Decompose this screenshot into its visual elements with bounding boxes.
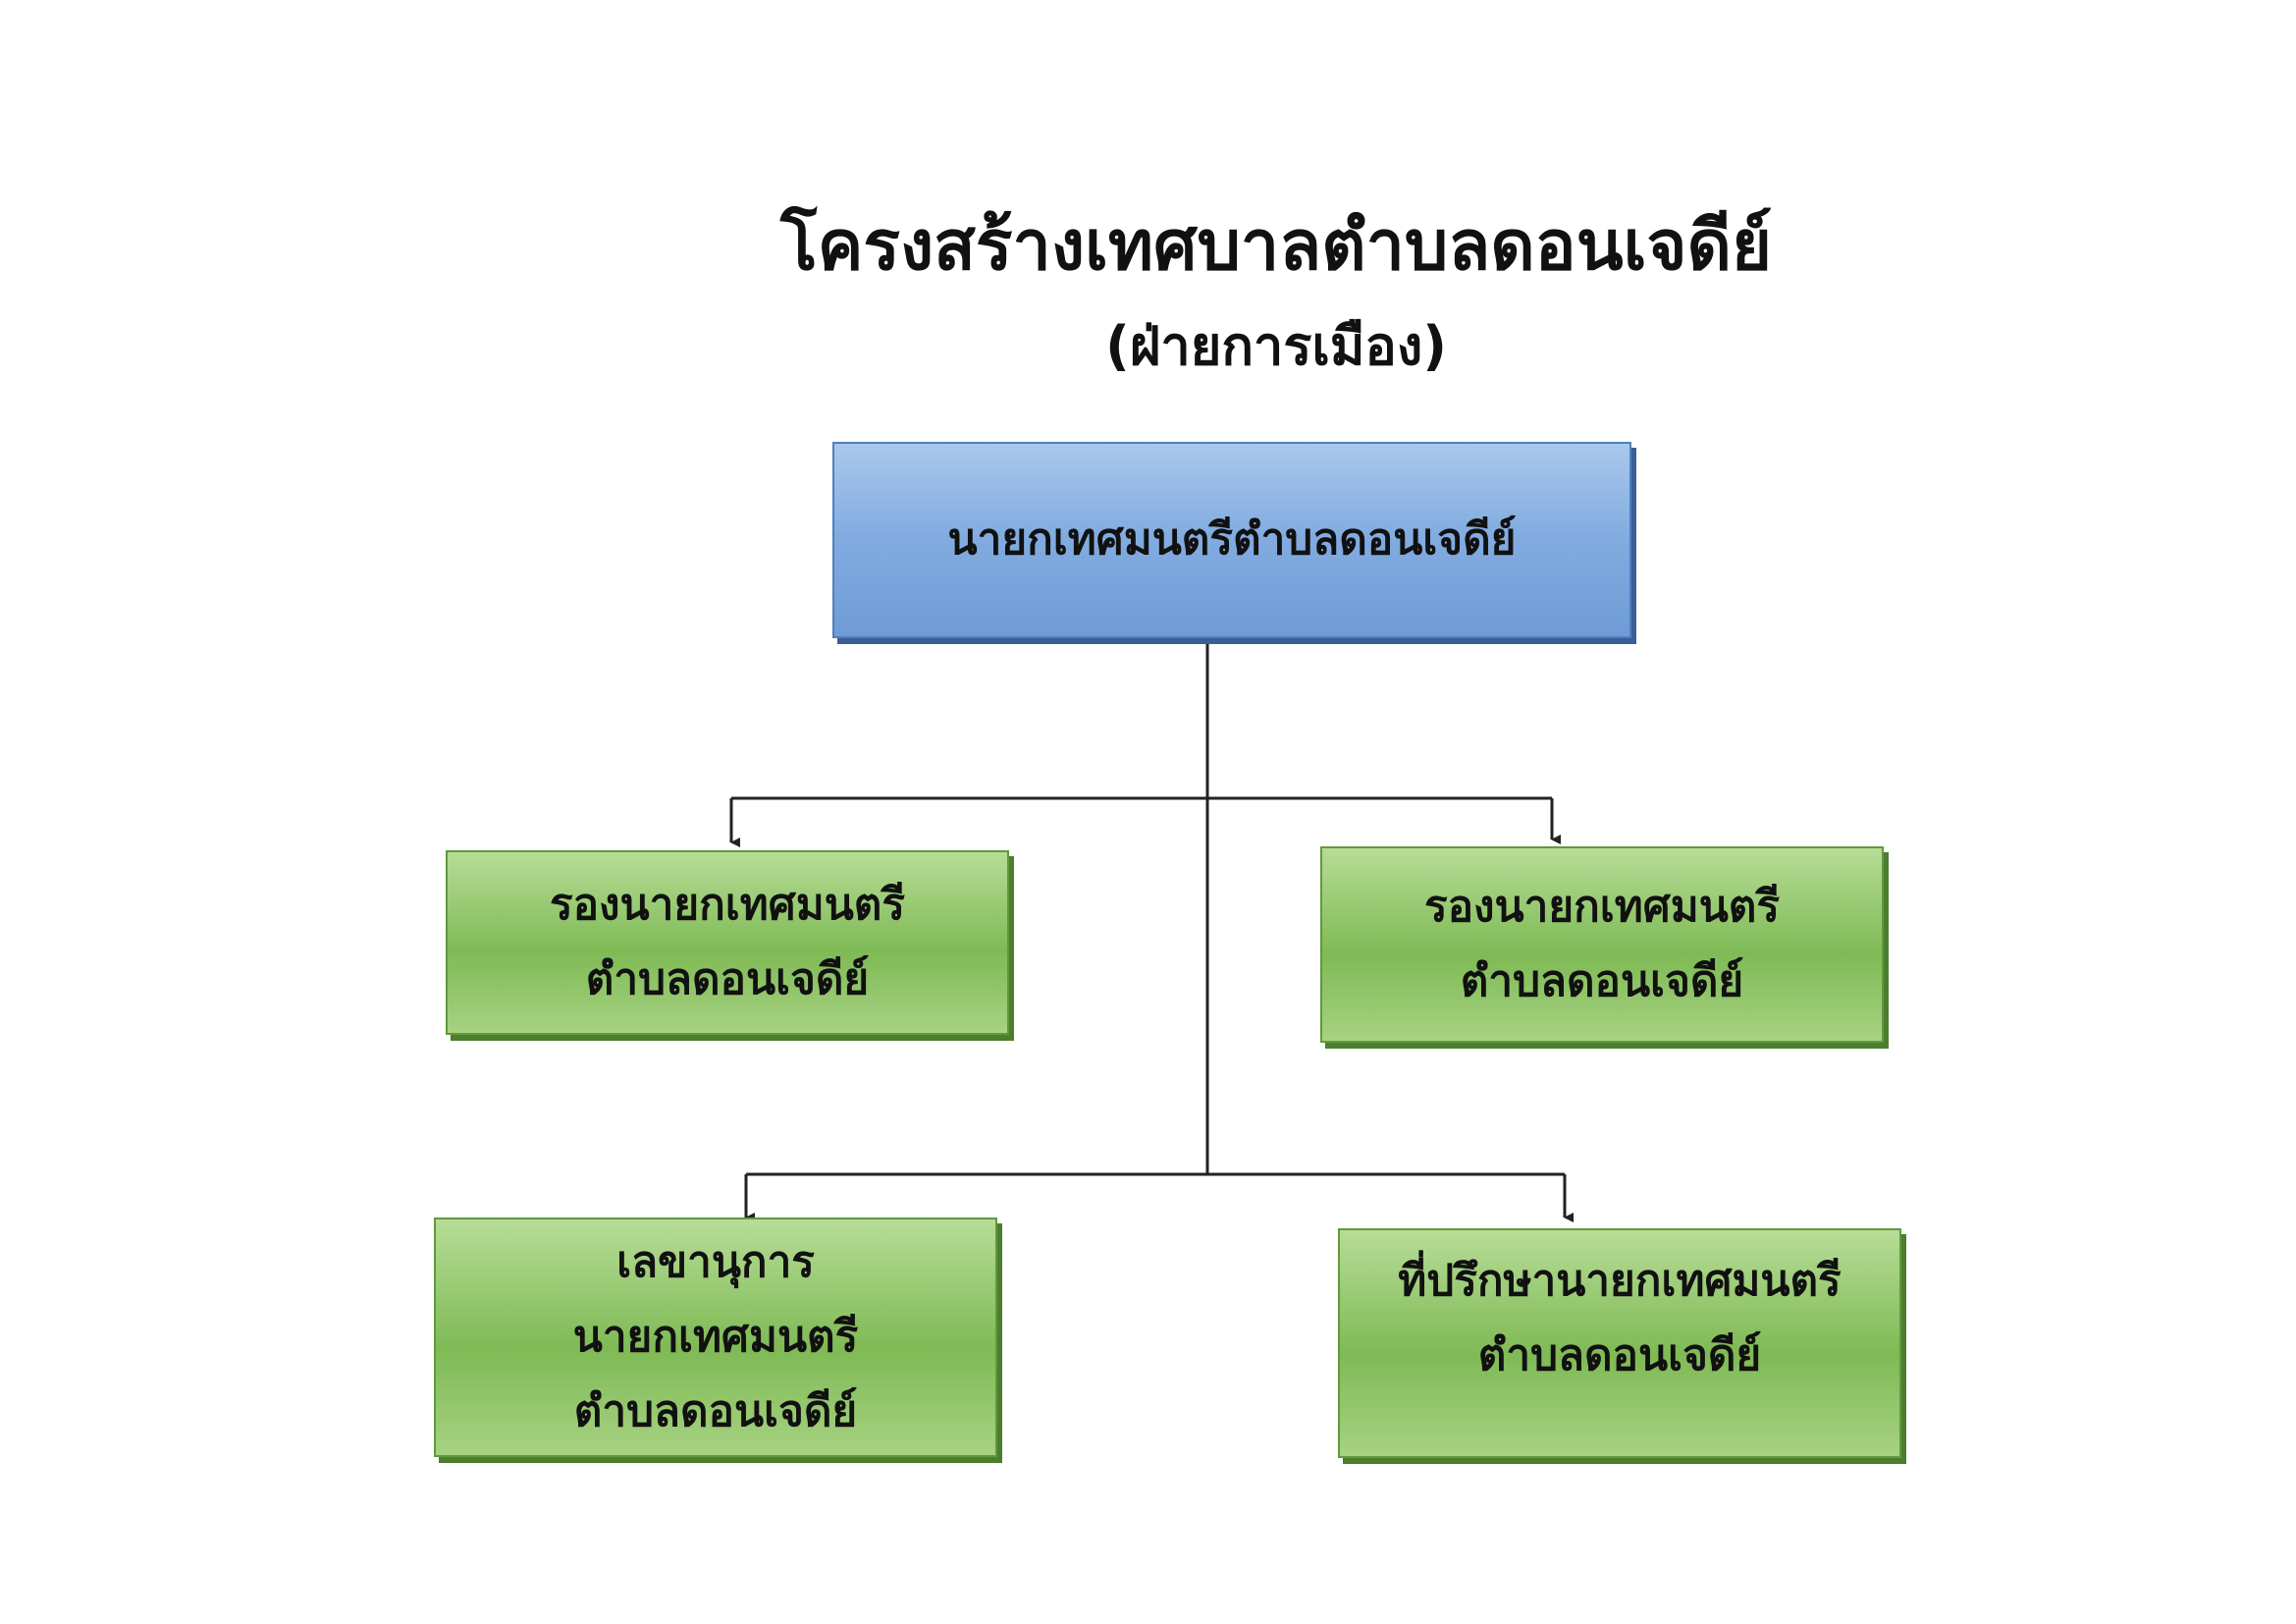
advisor-label-line1: ที่ปรึกษานายกเทศมนตรี [1398,1256,1842,1306]
secretary-label-line3: ตำบลดอนเจดีย์ [573,1386,858,1436]
secretary-label-line1: เลขานุการ [616,1237,815,1287]
mayor-box: นายกเทศมนตรีตำบลดอนเจดีย์ [832,442,1631,638]
advisor-box: ที่ปรึกษานายกเทศมนตรี ตำบลดอนเจดีย์ [1338,1228,1901,1458]
chart-subtitle: (ฝ่ายการเมือง) [1105,315,1447,377]
deputy-left-label-line2: ตำบลดอนเจดีย์ [585,954,870,1004]
chart-title: โครงสร้างเทศบาลตำบลดอนเจดีย์ [779,205,1772,286]
deputy-mayor-left-box: รองนายกเทศมนตรี ตำบลดอนเจดีย์ [446,850,1009,1035]
secretary-box: เลขานุการ นายกเทศมนตรี ตำบลดอนเจดีย์ [434,1218,997,1457]
mayor-label: นายกเทศมนตรีตำบลดอนเจดีย์ [947,514,1517,565]
secretary-label-line2: นายกเทศมนตรี [572,1312,859,1362]
deputy-left-label-line1: รองนายกเทศมนตรี [549,880,905,930]
deputy-mayor-right-box: รองนายกเทศมนตรี ตำบลดอนเจดีย์ [1320,846,1884,1043]
deputy-right-label-line1: รองนายกเทศมนตรี [1423,882,1780,932]
advisor-label-line2: ตำบลดอนเจดีย์ [1477,1330,1762,1380]
deputy-right-label-line2: ตำบลดอนเจดีย์ [1460,956,1744,1006]
